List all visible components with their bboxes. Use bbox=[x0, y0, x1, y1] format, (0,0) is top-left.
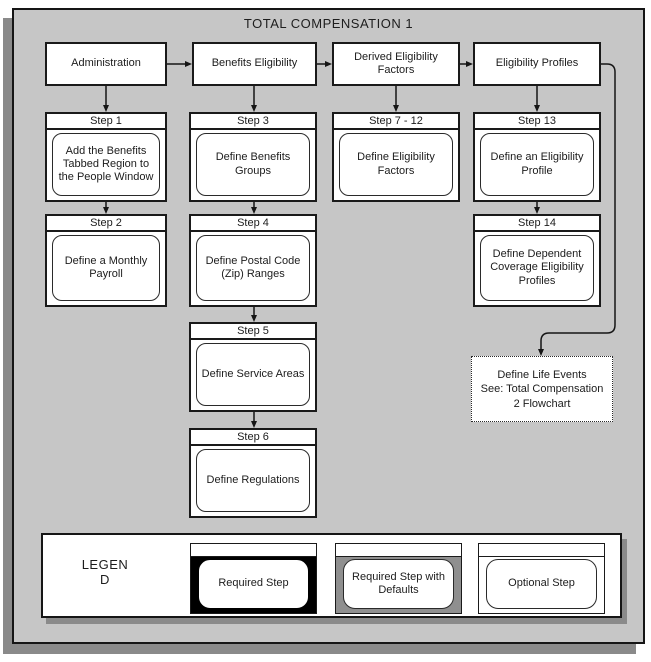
step-text: Define Service Areas bbox=[196, 343, 310, 406]
step-box-4: Step 4 Define Postal Code (Zip) Ranges bbox=[189, 214, 317, 307]
legend-item-required-step-with-defaults: Required Step with Defaults bbox=[335, 543, 462, 614]
step-text: Define a Monthly Payroll bbox=[52, 235, 160, 301]
phase-label: Benefits Eligibility bbox=[211, 57, 298, 70]
legend-title-line: LEGEN bbox=[81, 557, 129, 572]
step-box-3: Step 3 Define Benefits Groups bbox=[189, 112, 317, 202]
legend-title: LEGEN D bbox=[55, 557, 155, 588]
note-line: See: Total Compensation bbox=[480, 383, 604, 396]
phase-label: Derived Eligibility Factors bbox=[354, 50, 438, 76]
legend-item-label: Required Step with Defaults bbox=[343, 559, 454, 609]
phase-box-eligibility-profiles: Eligibility Profiles bbox=[473, 42, 601, 86]
legend-item-body: Required Step bbox=[190, 557, 317, 614]
step-body: Define Dependent Coverage Eligibility Pr… bbox=[475, 232, 599, 305]
legend-item-optional-step: Optional Step bbox=[478, 543, 605, 614]
step-text: Define Postal Code (Zip) Ranges bbox=[196, 235, 310, 301]
step-body: Define an Eligibility Profile bbox=[475, 130, 599, 200]
note-line: 2 Flowchart bbox=[513, 397, 571, 410]
step-text: Define Dependent Coverage Eligibility Pr… bbox=[480, 235, 594, 301]
step-label: Step 5 bbox=[191, 324, 315, 340]
legend-title-line: D bbox=[100, 571, 110, 587]
step-label: Step 7 - 12 bbox=[334, 114, 458, 130]
legend-item-body: Optional Step bbox=[478, 557, 605, 614]
step-box-6: Step 6 Define Regulations bbox=[189, 428, 317, 518]
phase-box-benefits-eligibility: Benefits Eligibility bbox=[192, 42, 317, 86]
step-box-1: Step 1 Add the Benefits Tabbed Region to… bbox=[45, 112, 167, 202]
step-text: Define Eligibility Factors bbox=[339, 133, 453, 196]
phase-box-administration: Administration bbox=[45, 42, 167, 86]
legend-item-header-strip bbox=[478, 543, 605, 557]
step-label: Step 3 bbox=[191, 114, 315, 130]
step-text: Add the Benefits Tabbed Region to the Pe… bbox=[52, 133, 160, 196]
step-box-14: Step 14 Define Dependent Coverage Eligib… bbox=[473, 214, 601, 307]
legend-item-body: Required Step with Defaults bbox=[335, 557, 462, 614]
step-box-5: Step 5 Define Service Areas bbox=[189, 322, 317, 412]
step-body: Define a Monthly Payroll bbox=[47, 232, 165, 305]
phase-box-derived-eligibility-factors: Derived Eligibility Factors bbox=[332, 42, 460, 86]
step-label: Step 13 bbox=[475, 114, 599, 130]
step-body: Define Postal Code (Zip) Ranges bbox=[191, 232, 315, 305]
step-text: Define Regulations bbox=[196, 449, 310, 512]
note-line: Define Life Events bbox=[497, 369, 587, 381]
step-label: Step 6 bbox=[191, 430, 315, 446]
step-box-7-12: Step 7 - 12 Define Eligibility Factors bbox=[332, 112, 460, 202]
phase-label: Administration bbox=[71, 57, 141, 70]
legend-item-required-step: Required Step bbox=[190, 543, 317, 614]
step-text: Define Benefits Groups bbox=[196, 133, 310, 196]
step-text: Define an Eligibility Profile bbox=[480, 133, 594, 196]
step-box-13: Step 13 Define an Eligibility Profile bbox=[473, 112, 601, 202]
step-label: Step 1 bbox=[47, 114, 165, 130]
legend-item-label: Optional Step bbox=[486, 559, 597, 609]
legend-item-label: Required Step bbox=[198, 559, 309, 609]
step-body: Define Benefits Groups bbox=[191, 130, 315, 200]
diagram-title: TOTAL COMPENSATION 1 bbox=[243, 16, 414, 31]
step-body: Define Regulations bbox=[191, 446, 315, 516]
step-body: Define Eligibility Factors bbox=[334, 130, 458, 200]
step-body: Add the Benefits Tabbed Region to the Pe… bbox=[47, 130, 165, 200]
step-label: Step 2 bbox=[47, 216, 165, 232]
legend-item-header-strip bbox=[190, 543, 317, 557]
step-box-2: Step 2 Define a Monthly Payroll bbox=[45, 214, 167, 307]
life-events-note: Define Life Events See: Total Compensati… bbox=[471, 356, 613, 422]
step-label: Step 4 bbox=[191, 216, 315, 232]
legend-item-header-strip bbox=[335, 543, 462, 557]
step-body: Define Service Areas bbox=[191, 340, 315, 410]
phase-label: Eligibility Profiles bbox=[495, 57, 579, 70]
step-label: Step 14 bbox=[475, 216, 599, 232]
